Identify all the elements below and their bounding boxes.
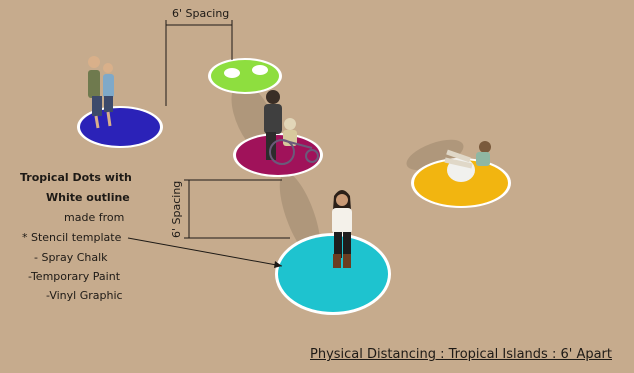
cyan-dot bbox=[275, 233, 391, 315]
wheelchair-figures bbox=[264, 90, 319, 165]
green-dot bbox=[208, 58, 282, 94]
standing-woman-figure bbox=[332, 190, 352, 268]
seated-figure bbox=[444, 141, 491, 182]
yellow-dot bbox=[411, 158, 511, 208]
top-spacing-label: 6' Spacing bbox=[172, 7, 230, 20]
legend-line-3: made from bbox=[64, 211, 125, 224]
blue-dot bbox=[77, 106, 163, 148]
magenta-dot bbox=[233, 133, 323, 177]
side-spacing-label: 6' Spacing bbox=[170, 180, 183, 238]
legend-line-4: * Stencil template bbox=[22, 231, 122, 244]
legend-pointer-arrow bbox=[127, 237, 283, 268]
side-dimension-line bbox=[184, 179, 290, 239]
top-dimension-line bbox=[165, 20, 233, 106]
legend-line-2: White outline bbox=[46, 191, 130, 204]
couple-figures bbox=[88, 56, 114, 129]
legend-line-6: -Temporary Paint bbox=[28, 270, 121, 283]
legend-line-5: - Spray Chalk bbox=[34, 251, 108, 264]
legend-line-1: Tropical Dots with bbox=[20, 171, 132, 184]
caption-title: Physical Distancing : Tropical Islands :… bbox=[310, 347, 612, 362]
legend-line-7: -Vinyl Graphic bbox=[46, 289, 123, 302]
